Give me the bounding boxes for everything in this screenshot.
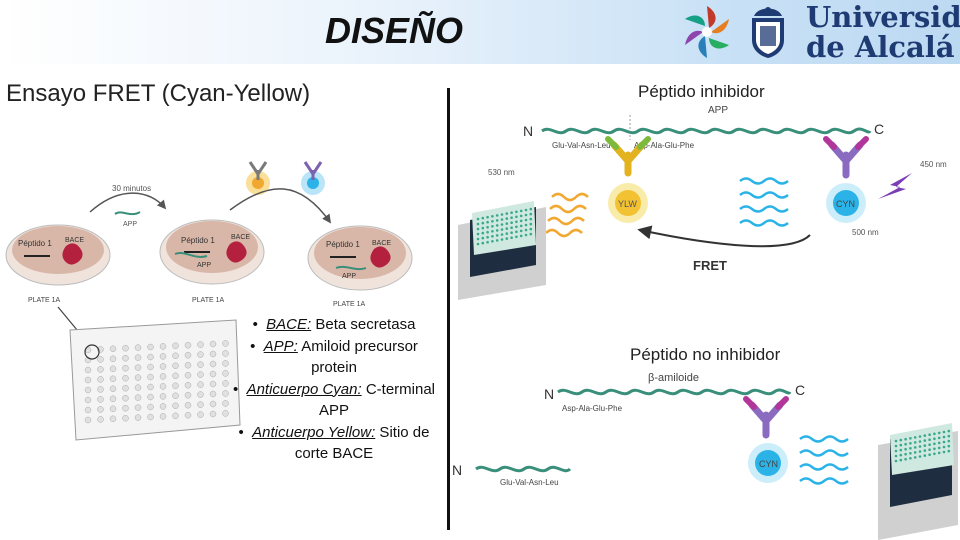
- cyan-emission-waves: [739, 177, 789, 227]
- column-divider: [447, 88, 450, 530]
- bullet-yellow-antibody: • Anticuerpo Yellow: Sitio de corte BACE: [238, 423, 430, 463]
- plate-reader-icon: [458, 201, 546, 300]
- bullet-cyan-antibody: • Anticuerpo Cyan: C-terminal APP: [232, 380, 436, 420]
- wavelength-450: 450 nm: [920, 160, 947, 169]
- inhibitor-n-label: N: [523, 123, 533, 139]
- no-inhibitor-title: Péptido no inhibidor: [630, 345, 781, 364]
- fret-label: FRET: [693, 258, 727, 273]
- dish2-bace-label: BACE: [231, 234, 250, 241]
- no-inhibitor-diagram: β-amiloide N C Asp-Ala-Glu-Phe N Glu-Val…: [452, 372, 958, 540]
- wavelength-530: 530 nm: [488, 168, 515, 177]
- dish3-bace-label: BACE: [372, 240, 391, 247]
- ylw-antibody-icon: YLW: [605, 136, 651, 223]
- excitation-lightning-icon: [878, 173, 912, 199]
- fret-assay-illustration: 30 minutos APP Péptido 1 BACE PLATE 1A P…: [5, 161, 413, 441]
- no-inhibitor-cyn-label: CYN: [759, 459, 778, 469]
- petri-dish-3: Péptido 1 BACE APP PLATE 1A: [307, 225, 413, 308]
- dish1-peptide-label: Péptido 1: [18, 239, 52, 248]
- inhibitor-c-label: C: [874, 121, 884, 137]
- wavelength-500: 500 nm: [852, 228, 879, 237]
- dish3-peptide-label: Péptido 1: [326, 240, 360, 249]
- cyan-antibody-icon: [301, 161, 325, 195]
- bullet-bace: • BACE: Beta secretasa: [252, 316, 416, 333]
- fret-arrow: [637, 225, 811, 248]
- inhibitor-title: Péptido inhibidor: [638, 82, 765, 101]
- yellow-emission-waves: [545, 192, 589, 238]
- university-name-line1: Universidad: [806, 0, 960, 34]
- ylw-label: YLW: [618, 199, 637, 209]
- dish1-bace-label: BACE: [65, 237, 84, 244]
- bullet-app: • APP: Amiloid precursor protein: [250, 337, 418, 377]
- no-inhibitor-plate-reader-icon: [878, 423, 958, 540]
- no-inhibitor-seq-left: Glu-Val-Asn-Leu: [500, 478, 559, 487]
- yellow-antibody-icon: [246, 161, 270, 195]
- page-title: DISEÑO: [325, 10, 464, 51]
- dish2-peptide-label: Péptido 1: [181, 236, 215, 245]
- petri-dish-1: Péptido 1 BACE PLATE 1A: [5, 224, 111, 304]
- no-inhibitor-seq-right: Asp-Ala-Glu-Phe: [562, 404, 623, 413]
- app-label-top: APP: [123, 221, 137, 228]
- header-bar: [0, 0, 960, 64]
- university-crest-icon: [752, 7, 784, 58]
- dish3-app-label: APP: [342, 273, 356, 280]
- university-emblem-icon: [685, 6, 729, 58]
- dish3-plate-label: PLATE 1A: [333, 301, 365, 308]
- petri-dish-2: Péptido 1 BACE APP PLATE 1A: [159, 219, 265, 304]
- dish2-app-label: APP: [197, 262, 211, 269]
- no-inhibitor-c-label: C: [795, 382, 805, 398]
- cyn-label: CYN: [836, 199, 855, 209]
- assay-subtitle: Ensayo FRET (Cyan-Yellow): [6, 80, 311, 107]
- legend-bullets: • BACE: Beta secretasa • APP: Amiloid pr…: [226, 314, 442, 465]
- inhibitor-seq-right: Asp-Ala-Glu-Phe: [634, 141, 695, 150]
- university-name-line2: de Alcalá: [806, 30, 955, 64]
- no-inhibitor-n-label: N: [544, 386, 554, 402]
- no-inhibitor-cyan-waves: [799, 435, 849, 485]
- inhibitor-fret-diagram: APP N C Glu-Val-Asn-Leu Asp-Ala-Glu-Phe …: [458, 105, 947, 300]
- no-inhibitor-n2-label: N: [452, 462, 462, 478]
- time-label: 30 minutos: [112, 184, 151, 193]
- inhibitor-app-label: APP: [708, 105, 728, 116]
- dish1-plate-label: PLATE 1A: [28, 297, 60, 304]
- beta-amyloid-label: β-amiloide: [648, 372, 699, 384]
- inhibitor-seq-left: Glu-Val-Asn-Leu: [552, 141, 611, 150]
- dish2-plate-label: PLATE 1A: [192, 297, 224, 304]
- no-inhibitor-cyn-antibody-icon: CYN: [743, 396, 789, 483]
- cyn-antibody-icon: CYN: [823, 136, 869, 223]
- multiwell-plate: [69, 319, 241, 441]
